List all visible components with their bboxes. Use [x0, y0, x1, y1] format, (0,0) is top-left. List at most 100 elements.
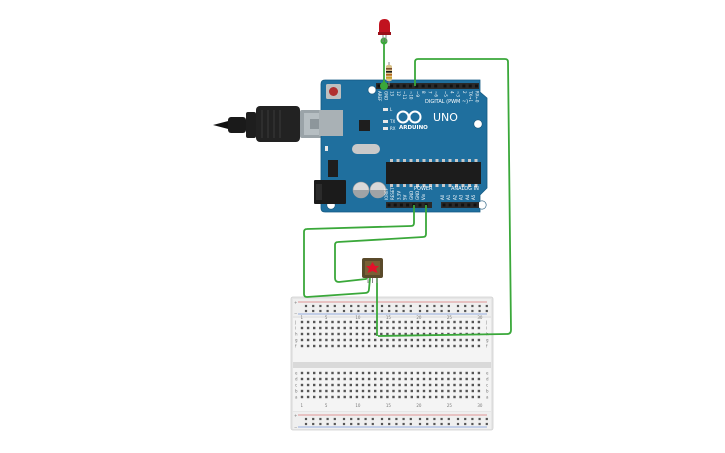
capacitor [352, 181, 370, 199]
arduino-logo-icon: ARDUINO [396, 110, 428, 131]
breadboard-row-label: j [294, 320, 296, 325]
digital-pin-label: ~9 [415, 91, 420, 97]
breadboard-column-label: 30 [477, 315, 483, 320]
atmega-chip [386, 159, 481, 187]
wire-gnd-to-sensor[interactable] [334, 205, 427, 283]
svg-text:ARDUINO: ARDUINO [399, 125, 428, 131]
breadboard-column-label: 30 [477, 403, 483, 408]
wires[interactable] [303, 42, 512, 337]
power-pin-label: RESET [390, 187, 395, 200]
digital-pin-label: 8 [421, 91, 426, 94]
power-pin-label: GND [409, 191, 414, 200]
wire-endpoint[interactable] [380, 82, 388, 90]
digital-pin-label: 4 [449, 91, 454, 94]
breadboard-column-label: 15 [386, 403, 392, 408]
power-pin-label: GND [415, 191, 420, 200]
mounting-hole [477, 200, 487, 210]
led-rx-label: RX [390, 126, 396, 131]
breadboard-row-label: f [295, 344, 297, 349]
reset-button[interactable] [326, 84, 341, 99]
breadboard-column-label: 10 [355, 403, 361, 408]
led-l-label: L [390, 107, 393, 112]
rail-minus-label-bottom: − [294, 425, 297, 430]
digital-pin-label: ~6 [434, 91, 439, 97]
digital-pin-label: GND [383, 91, 388, 100]
voltage-regulator [328, 160, 338, 177]
led-icon[interactable] [378, 19, 391, 42]
breadboard-row-label: i [486, 326, 487, 331]
breadboard-column-label: 1 [301, 403, 304, 408]
breadboard-column-label: 25 [447, 403, 453, 408]
mounting-hole [473, 119, 483, 129]
breadboard-column-label: 1 [301, 315, 304, 320]
breadboard-column-label: 10 [355, 315, 361, 320]
digital-pin-label: 2 [462, 91, 467, 94]
digital-pin-label: 7 [427, 91, 432, 94]
digital-pin-label: AREF [377, 91, 382, 102]
breadboard-row-label: c [295, 383, 297, 388]
analog-label: ANALOG IN [451, 186, 479, 192]
analog-header[interactable] [441, 202, 479, 208]
capacitor [369, 181, 387, 199]
breadboard-row-label: j [485, 320, 487, 325]
rail-plus-label-top: + [294, 300, 297, 305]
led-l-indicator [383, 108, 388, 111]
breadboard-row-label: a [295, 395, 298, 400]
analog-pin-label: A4 [465, 194, 470, 200]
breadboard-bottom-rail [293, 412, 491, 429]
mounting-hole [367, 85, 377, 95]
breadboard-row-label: d [295, 377, 298, 382]
resistor-icon[interactable] [386, 62, 392, 86]
digital-header[interactable] [376, 83, 479, 89]
breadboard-row-label: c [486, 383, 488, 388]
analog-pin-label: A1 [446, 194, 451, 200]
breadboard-row-label: g [486, 338, 489, 343]
wire-pin7-to-breadboard[interactable] [377, 58, 512, 337]
power-pin-label: IOREF [384, 187, 389, 200]
breadboard-column-label: 15 [386, 315, 392, 320]
power-pin-label: 5V [403, 194, 408, 200]
breadboard-row-label: e [295, 371, 298, 376]
led-tx-indicator [383, 120, 388, 123]
breadboard-column-label: 20 [416, 315, 422, 320]
breadboard-row-label: a [486, 395, 489, 400]
board-model: UNO [433, 111, 458, 124]
digital-pin-label: 12 [396, 91, 401, 97]
rail-minus-label-top: − [294, 311, 297, 316]
analog-pin-label: A0 [440, 194, 445, 200]
analog-pin-label: A2 [452, 194, 457, 200]
digital-pin-label: TX→1 [468, 90, 473, 103]
digital-pin-label: ~3 [456, 91, 461, 97]
tilt-sensor-icon[interactable] [362, 258, 383, 283]
breadboard-holes[interactable] [300, 304, 488, 426]
breadboard-row-label: g [295, 338, 298, 343]
usb-chip [359, 120, 370, 131]
digital-pin-label: ~11 [402, 91, 407, 100]
breadboard-row-label: f [486, 344, 488, 349]
breadboard-center-channel [293, 362, 491, 368]
breadboard-row-label: d [486, 377, 489, 382]
digital-pin-label: 13 [390, 91, 395, 97]
breadboard-row-label: b [295, 389, 298, 394]
breadboard-row-label: b [486, 389, 489, 394]
led-tx-label: TX [389, 119, 395, 124]
breadboard-top-rail [293, 299, 491, 316]
breadboard-column-label: 5 [325, 403, 328, 408]
analog-pin-label: A5 [471, 194, 476, 200]
wire-5v-to-sensor[interactable] [303, 205, 415, 298]
led-rx-indicator [383, 127, 388, 130]
power-label: POWER [414, 186, 433, 192]
digital-pin-label: ~10 [409, 91, 414, 100]
digital-label: DIGITAL (PWM ~) [425, 99, 468, 105]
breadboard-column-label: 20 [416, 403, 422, 408]
digital-pin-label: RX←0 [475, 91, 480, 103]
usb-b-port [319, 110, 343, 136]
